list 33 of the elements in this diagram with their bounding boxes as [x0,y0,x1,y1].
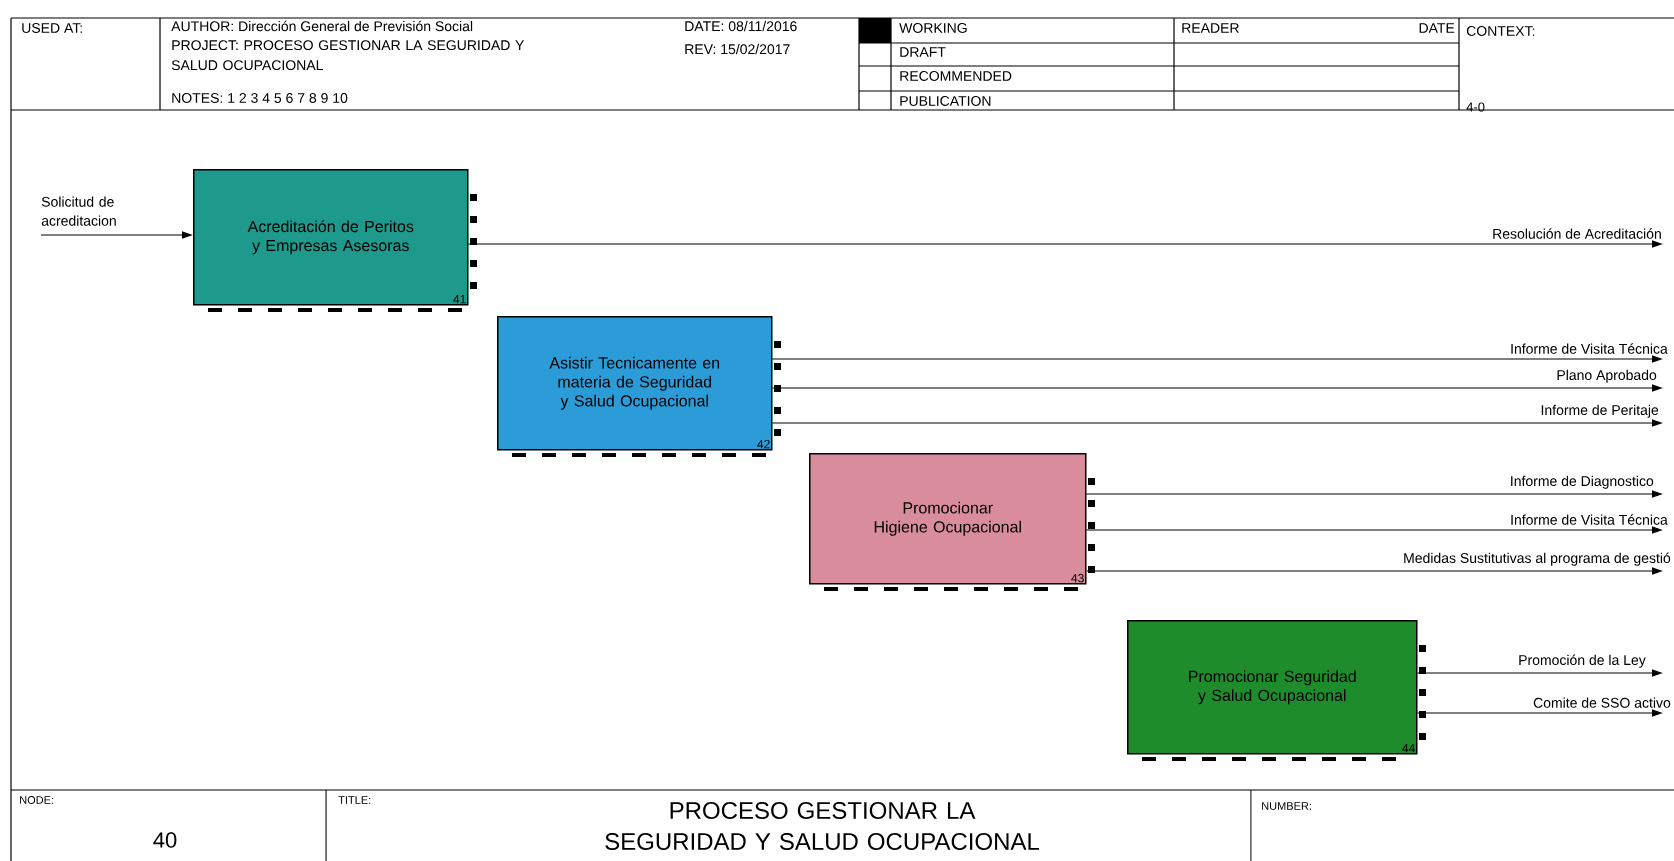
header-text: CONTEXT: [1466,26,1535,36]
header-text: RECOMMENDED [900,71,1012,81]
header-text: NUMBER: [1262,802,1311,810]
box-number: 44 [1402,744,1415,753]
header-text: DATE [1419,23,1455,33]
header-text: READER [1182,23,1239,33]
header-text: 40 [153,832,177,848]
header-text: TITLE: [338,796,371,804]
edge-label: Comite de SSO activo [1533,697,1671,708]
header-text: USED AT: [22,23,82,33]
box-number: 41 [453,295,466,304]
header-text: NODE: [20,796,54,804]
edge-label: Informe de Diagnostico [1511,475,1654,489]
edge-label: Resolución de Acreditación [1493,228,1661,239]
header-text: PUBLICATION [900,96,991,106]
header-text: WORKING [899,23,967,33]
header-text: DRAFT [900,47,946,57]
edge-label: Plano Aprobado [1557,369,1657,383]
header-text: NOTES: 1 2 3 4 5 6 7 8 9 10 [172,93,348,103]
header-text: AUTHOR: Dirección General de Previsión Social [171,20,473,32]
edge-label: Medidas Sustitutivas al programa de gestió [1404,552,1671,566]
header-text: 4-0 [1466,102,1485,112]
diagram-title: PROCESO GESTIONAR LA SEGURIDAD Y SALUD OCUPACIONAL [605,802,1039,850]
box-number: 42 [757,439,770,449]
edge-label: Solicitud de acreditacion [41,196,116,226]
edge-label: Promoción de la Ley [1519,654,1646,668]
header-text: DATE: 08/11/2016 [685,20,797,32]
box-number: 43 [1071,573,1084,583]
edge-label: Informe de Visita Técnica [1511,343,1668,354]
header-text: REV: 15/02/2017 [685,43,790,55]
edge-label: Informe de Peritaje [1541,404,1659,418]
edge-label: Informe de Visita Técnica [1511,514,1668,525]
header-text: PROJECT: PROCESO GESTIONAR LA SEGURIDAD Y SALUD OCUPACIONAL [171,40,525,71]
